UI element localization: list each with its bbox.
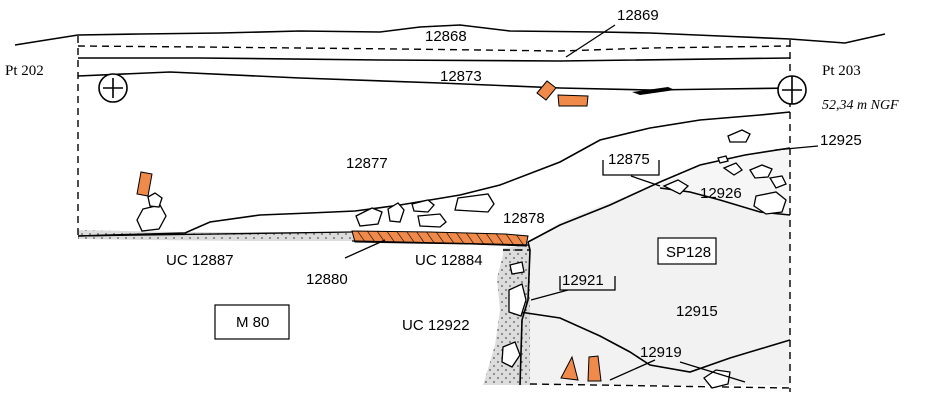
survey-point-203-cross (782, 76, 802, 104)
ground-surface-line (14, 24, 886, 46)
stone (387, 202, 405, 223)
section-edge-bottom (529, 383, 791, 389)
label-12869: 12869 (617, 7, 659, 24)
label-uc12922: UC 12922 (402, 317, 470, 334)
leader-12880 (344, 239, 386, 259)
stone (703, 369, 731, 389)
label-uc12884: UC 12884 (415, 252, 483, 269)
label-12926: 12926 (700, 185, 742, 202)
layer-12868-dashed (77, 45, 791, 52)
label-12877: 12877 (346, 155, 388, 172)
stone (355, 207, 383, 227)
label-uc12887: UC 12887 (166, 252, 234, 269)
bracket-12875 (602, 160, 660, 176)
elevation-label: 52,34 m NGF (822, 98, 899, 113)
label-m80: M 80 (236, 314, 269, 331)
survey-point-202-cross (103, 78, 123, 98)
label-12915: 12915 (676, 303, 718, 320)
layer-12915-base (519, 311, 791, 373)
tile-fragment-4 (560, 355, 579, 381)
m80-box (214, 304, 290, 340)
stone (136, 204, 167, 232)
base-line-12887 (77, 231, 353, 237)
stone (508, 283, 527, 317)
layer-12873-top (77, 71, 796, 91)
tile-fragment-1 (536, 80, 557, 101)
stone (454, 193, 495, 213)
stone (662, 179, 690, 195)
cut-12921-edge (519, 241, 531, 386)
label-12868: 12868 (425, 28, 467, 45)
sp128-box (657, 237, 717, 265)
stone (768, 175, 787, 189)
tile-fragment-3 (136, 171, 153, 197)
stone (727, 129, 751, 143)
label-sp128: SP128 (666, 244, 711, 261)
leader-12869 (565, 24, 616, 58)
stone (749, 164, 773, 179)
leader-12919-b (679, 361, 746, 383)
leader-12925 (774, 145, 819, 151)
label-12878: 12878 (503, 210, 545, 227)
point-203-label: Pt 203 (822, 63, 861, 79)
label-12921: 12921 (562, 272, 604, 289)
stone (717, 155, 729, 164)
label-12925: 12925 (820, 132, 862, 149)
stone (501, 341, 521, 368)
stone (753, 191, 787, 215)
leader-12921 (530, 289, 569, 301)
bracket-12921 (559, 276, 616, 291)
stone (509, 261, 525, 275)
label-12873: 12873 (440, 68, 482, 85)
label-12919: 12919 (640, 344, 682, 361)
label-12875: 12875 (608, 151, 650, 168)
point-202-label: Pt 202 (5, 63, 44, 79)
tile-fragment-5 (587, 355, 602, 382)
leader-12919-a (609, 359, 656, 381)
layer-12877-base (77, 111, 791, 237)
stone (417, 213, 447, 228)
layer-12868-base (78, 57, 791, 62)
charcoal-fragment (632, 87, 675, 95)
stone (411, 199, 435, 213)
layer-12878-base (527, 147, 791, 243)
label-12880: 12880 (306, 271, 348, 288)
stone (722, 162, 743, 176)
stone (147, 192, 163, 208)
tile-fragment-2 (557, 94, 589, 107)
leader-12875 (630, 175, 661, 187)
